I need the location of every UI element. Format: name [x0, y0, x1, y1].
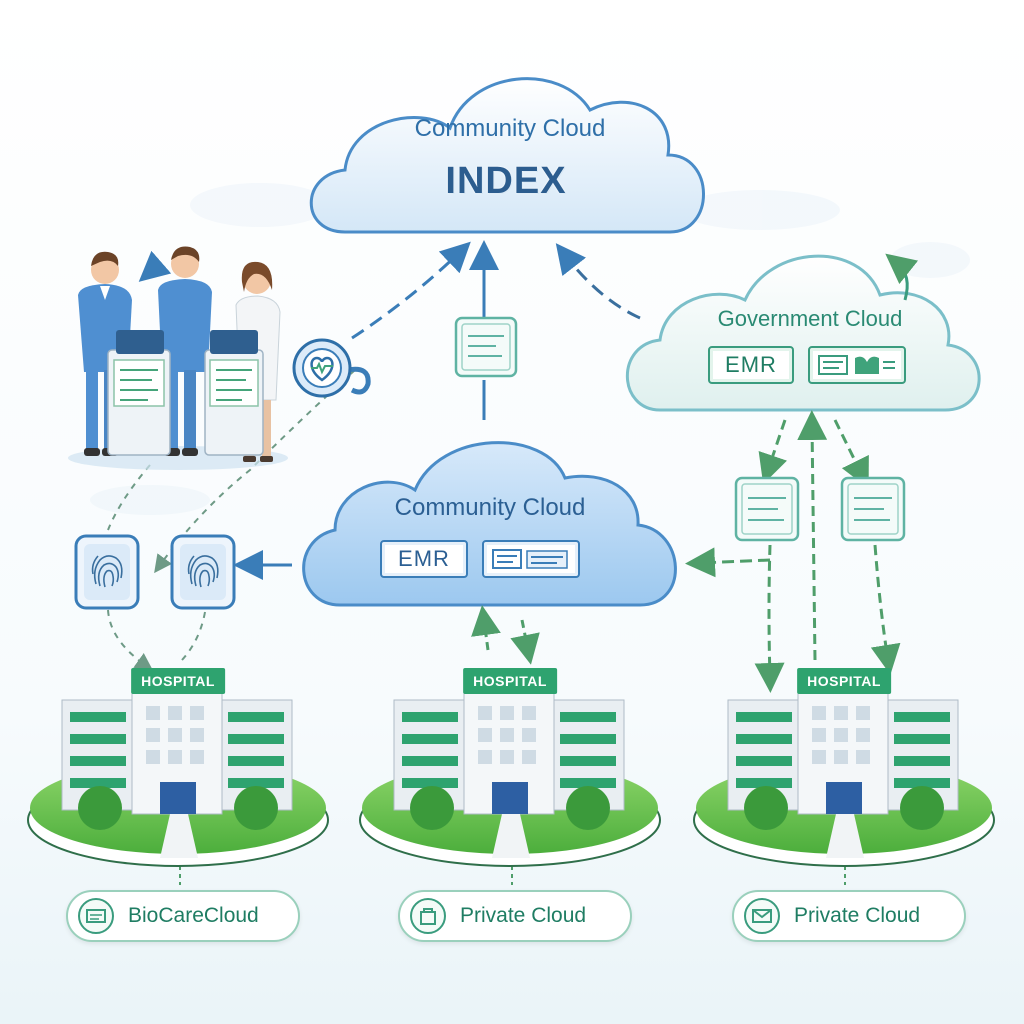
government-emr-label: EMR — [708, 346, 794, 384]
private-cloud-badge-1: Private Cloud — [398, 890, 632, 942]
hospital-campus-1 — [27, 691, 329, 867]
biocarecloud-badge: BioCareCloud — [66, 890, 300, 942]
document-icon — [454, 316, 518, 378]
document-icon — [734, 476, 800, 542]
secure-document-icon — [410, 898, 446, 934]
private-cloud-label-1: Private Cloud — [460, 904, 587, 927]
government-records-icon — [808, 346, 906, 384]
private-cloud-label-2: Private Cloud — [794, 904, 921, 927]
private-cloud-badge-2: Private Cloud — [732, 890, 966, 942]
government-emr-text: EMR — [725, 352, 777, 377]
middle-cloud-title: Community Cloud — [394, 494, 586, 521]
government-cloud — [625, 254, 981, 412]
middle-emr-label: EMR — [380, 540, 468, 578]
hospital-sign-2: HOSPITAL — [463, 668, 557, 694]
middle-records-icon — [482, 540, 580, 578]
middle-emr-text: EMR — [398, 546, 450, 571]
medical-staff-illustration — [68, 246, 288, 470]
kiosk-terminal — [204, 330, 264, 456]
hospital-campus-2 — [359, 691, 661, 867]
index-label: INDEX — [445, 160, 567, 202]
middle-community-cloud — [302, 441, 677, 607]
fingerprint-scanner-icon — [170, 534, 236, 610]
top-cloud-title: Community Cloud — [414, 115, 606, 142]
heart-monitor-icon — [292, 338, 371, 398]
hospital-sign-1: HOSPITAL — [131, 668, 225, 694]
medical-record-icon — [818, 355, 895, 375]
mail-document-icon — [744, 898, 780, 934]
top-community-cloud — [309, 77, 705, 234]
fingerprint-scanner-icon — [74, 534, 140, 610]
hospital-campus-3 — [693, 691, 995, 867]
document-icon — [840, 476, 906, 542]
cloud-server-icon — [78, 898, 114, 934]
government-cloud-title: Government Cloud — [717, 306, 903, 331]
medical-record-icon — [492, 549, 568, 569]
hospital-sign-3: HOSPITAL — [797, 668, 891, 694]
biocarecloud-label: BioCareCloud — [128, 904, 259, 927]
kiosk-terminal — [107, 330, 171, 456]
connectors — [107, 240, 919, 885]
